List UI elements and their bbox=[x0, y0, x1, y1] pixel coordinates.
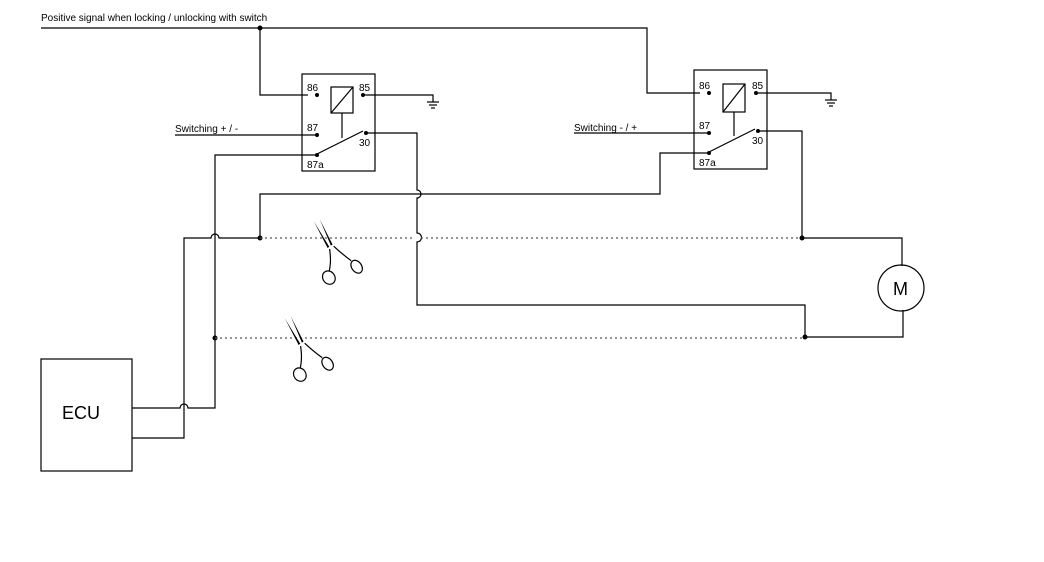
relay-right-87a-wire bbox=[259, 152, 709, 238]
top-signal-label: Positive signal when locking / unlocking… bbox=[41, 13, 267, 24]
switching-left-label: Switching + / - bbox=[175, 124, 238, 135]
scissors-icon bbox=[313, 219, 363, 285]
ecu-box bbox=[40, 358, 133, 472]
relay-coil-icon bbox=[330, 86, 354, 114]
motor-lower-wire bbox=[805, 310, 904, 338]
relay-left: 86 85 87 30 87a bbox=[301, 73, 376, 172]
pin-30: 30 bbox=[752, 136, 764, 147]
ground-icon bbox=[825, 99, 837, 107]
scissors-icon bbox=[284, 316, 334, 382]
relay-right: 86 85 87 30 87a bbox=[693, 69, 768, 170]
pin-87a: 87a bbox=[699, 158, 716, 169]
switching-right-label: Switching - / + bbox=[574, 123, 637, 134]
pin-86: 86 bbox=[699, 81, 711, 92]
ecu-label: ECU bbox=[62, 403, 100, 423]
signal-branch-wire bbox=[259, 28, 308, 96]
pin-87: 87 bbox=[307, 123, 319, 134]
pin-86: 86 bbox=[307, 83, 319, 94]
motor-label: M bbox=[893, 279, 908, 299]
ground-wire-left bbox=[363, 94, 434, 102]
pin-85: 85 bbox=[752, 81, 764, 92]
relay-right-30-wire bbox=[758, 130, 903, 266]
pin-85: 85 bbox=[359, 83, 371, 94]
pin-30: 30 bbox=[359, 138, 371, 149]
pin-87a: 87a bbox=[307, 160, 324, 171]
signal-wire bbox=[41, 27, 700, 94]
relay-left-87a-wire bbox=[214, 154, 317, 232]
motor-icon bbox=[877, 264, 925, 312]
relay-coil-icon bbox=[722, 83, 746, 113]
ground-wire-right bbox=[756, 92, 832, 100]
ecu-lower-wire bbox=[132, 233, 260, 439]
ground-icon bbox=[427, 101, 439, 109]
ecu-upper-wire bbox=[132, 338, 216, 409]
relay-left-30-wire bbox=[366, 132, 806, 337]
pin-87: 87 bbox=[699, 121, 711, 132]
